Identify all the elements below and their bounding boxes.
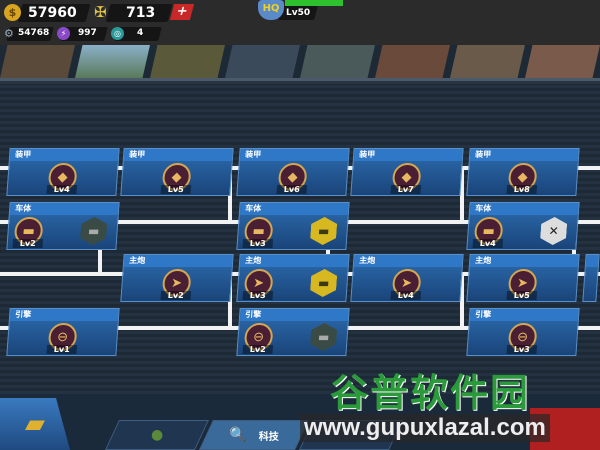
crystal-icon: ⚡ [57, 27, 70, 40]
tech-card[interactable]: 引擎 ⊖ Lv1 [6, 308, 120, 356]
medal-icon: ✠ [94, 3, 107, 21]
unit-tab-rocket[interactable] [525, 45, 600, 78]
crystals-amount: 997 [78, 28, 97, 38]
unit-tab-navy[interactable] [225, 45, 300, 78]
tech-card[interactable]: 车体 ▬ Lv2▬ [6, 202, 120, 250]
tech-card[interactable]: 主炮 ➤ Lv4 [350, 254, 464, 302]
hq-badge-icon[interactable]: HQ [258, 0, 284, 20]
tech-card[interactable]: 装甲 ◆ Lv8 [466, 148, 580, 196]
tech-card-level: Lv3 [506, 345, 538, 354]
tech-card[interactable]: 装甲 ◆ Lv6 [236, 148, 350, 196]
connector-line [460, 272, 464, 328]
tech-card-title: 主炮 [353, 255, 463, 267]
tab-tech-label: 科技 [258, 431, 279, 443]
watermark-title: 谷普软件园 [330, 371, 531, 415]
upgrade-badge-icon[interactable]: ▬ [310, 217, 338, 245]
gold-amount: 57960 [28, 5, 77, 21]
cores-amount: 4 [137, 28, 144, 38]
tools-icon[interactable]: ✕ [540, 217, 568, 245]
tech-card-title: 装甲 [469, 149, 579, 161]
tech-card[interactable]: 主炮 ➤ Lv2 [120, 254, 234, 302]
gold-coin-icon: $ [4, 4, 21, 21]
tech-card[interactable]: 主炮 ➤ Lv5 [466, 254, 580, 302]
tab-tech[interactable]: 🔍 科技 [199, 420, 309, 450]
tech-card-level: Lv4 [472, 239, 504, 248]
tech-card-level: Lv7 [390, 185, 422, 194]
tech-card-level: Lv5 [160, 185, 192, 194]
tech-card-title: 引擎 [469, 309, 579, 321]
tech-card-level: Lv4 [390, 291, 422, 300]
tech-card-level: Lv1 [46, 345, 78, 354]
tech-card[interactable]: 装甲 ◆ Lv7 [350, 148, 464, 196]
hq-level: Lv50 [286, 8, 311, 18]
tech-card-level: Lv5 [506, 291, 538, 300]
upgrade-locked-badge-icon[interactable]: ▬ [80, 217, 108, 245]
upgrade-locked-badge-icon[interactable]: ▬ [310, 323, 338, 351]
tech-card-level: Lv2 [242, 345, 274, 354]
tech-tree: 装甲 ◆ Lv4 车体 ▬ Lv2 ▬ 引擎 ⊖ Lv1 装甲 ◆ Lv5 主炮 ➤ Lv… [0, 84, 600, 394]
tech-card-title: 主炮 [123, 255, 233, 267]
tech-card[interactable]: 引擎 ⊖ Lv3 [466, 308, 580, 356]
tech-card-title: 装甲 [353, 149, 463, 161]
unit-tab-artillery-2[interactable] [450, 45, 525, 78]
tech-card-title: 主炮 [239, 255, 349, 267]
tech-card-title: 装甲 [123, 149, 233, 161]
gear-icon: ⚙ [4, 27, 14, 40]
tech-card-level: Lv2 [12, 239, 44, 248]
tech-card-title: 车体 [469, 203, 579, 215]
tech-card-title: 车体 [9, 203, 119, 215]
unit-tab-artillery[interactable] [150, 45, 225, 78]
connector-line [460, 166, 464, 222]
tech-card[interactable]: 装甲 ◆ Lv5 [120, 148, 234, 196]
hq-progress-bar [285, 0, 343, 6]
tech-card-level: Lv3 [242, 291, 274, 300]
tech-card[interactable]: 车体 ▬ Lv3▬ [236, 202, 350, 250]
tech-card[interactable]: 引擎 ⊖ Lv2▬ [236, 308, 350, 356]
unit-tab-tank[interactable] [75, 45, 150, 78]
add-medals-button[interactable]: + [169, 4, 195, 20]
tech-card-title: 引擎 [239, 309, 349, 321]
tech-card-level: Lv2 [160, 291, 192, 300]
gears-amount: 54768 [18, 28, 50, 38]
upgrade-badge-icon[interactable]: ▬ [310, 269, 338, 297]
tech-card[interactable]: 车体 ▬ Lv4✕ [466, 202, 580, 250]
watermark-url: www.gupuxlazal.com [300, 414, 550, 442]
tech-card-title: 主炮 [469, 255, 579, 267]
tech-card[interactable]: 装甲 ◆ Lv4 [6, 148, 120, 196]
tech-card-title: 车体 [239, 203, 349, 215]
tech-card-title: 装甲 [239, 149, 349, 161]
medal-amount: 713 [126, 5, 156, 21]
tech-card-title: 装甲 [9, 149, 119, 161]
officer-cap-icon: ● [150, 427, 164, 443]
unit-tab-infantry[interactable] [0, 45, 75, 78]
tech-card-level: Lv8 [506, 185, 538, 194]
unit-tab-aircraft[interactable] [300, 45, 375, 78]
core-icon: ◎ [111, 27, 124, 40]
tank-home-button[interactable]: ▰ [0, 398, 70, 450]
tech-card-partial[interactable] [582, 254, 600, 302]
unit-category-bar [0, 45, 600, 81]
tab-officers[interactable]: ● [105, 420, 209, 450]
tech-card[interactable]: 主炮 ➤ Lv3▬ [236, 254, 350, 302]
tech-card-level: Lv4 [46, 185, 78, 194]
tech-card-title: 引擎 [9, 309, 119, 321]
resource-bar: $ 57960 ✠ 713 + ⚙ 54768 ⚡ 997 ◎ 4 HQ Lv5… [0, 0, 600, 45]
unit-tab-soldier[interactable] [375, 45, 450, 78]
tech-card-level: Lv6 [276, 185, 308, 194]
tech-card-level: Lv3 [242, 239, 274, 248]
magnifier-icon: 🔍 [229, 427, 247, 443]
